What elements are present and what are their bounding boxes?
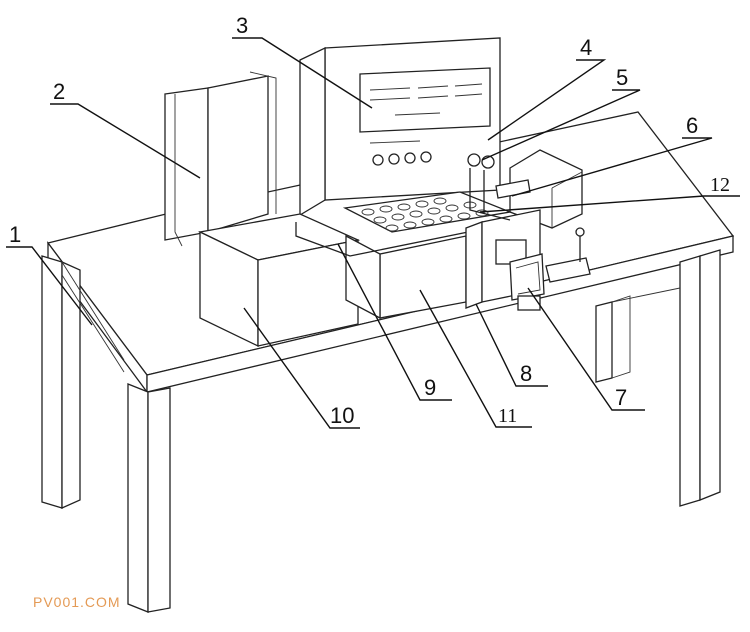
component-9-rod <box>295 222 479 257</box>
column-front <box>465 221 483 309</box>
label-3: 3 <box>236 13 248 38</box>
roller-5 <box>467 153 481 167</box>
label-12: 12 <box>710 174 730 196</box>
watermark: PV001.COM <box>33 594 121 610</box>
cabinet-side <box>207 75 269 233</box>
leader-11 <box>419 289 532 428</box>
slide-rail <box>545 257 591 283</box>
cabinet-pipe <box>174 94 183 247</box>
leader-2 <box>50 103 201 179</box>
leader-lines <box>6 37 740 429</box>
leg-front-left-side <box>147 387 171 613</box>
box11-side <box>345 234 381 320</box>
button-4 <box>420 151 432 163</box>
component-7-clamp <box>509 227 591 311</box>
label-11: 11 <box>498 405 517 427</box>
leader-12 <box>479 195 740 213</box>
screen-text-lines <box>369 83 483 116</box>
tray-holes <box>361 197 489 232</box>
apron-left-2 <box>61 274 125 373</box>
label-9: 9 <box>424 375 436 400</box>
leg-front-right-side <box>699 249 721 501</box>
callout-labels: 1 2 3 4 5 6 7 8 9 10 11 12 <box>9 13 730 428</box>
clamp-body <box>509 253 545 301</box>
lever-knob <box>575 227 585 237</box>
button-3 <box>404 152 416 164</box>
leader-6 <box>511 137 713 197</box>
arm-6 <box>469 168 511 221</box>
leader-1 <box>6 246 93 326</box>
leader-7 <box>527 287 645 411</box>
display-screen <box>359 67 491 133</box>
label-6: 6 <box>686 113 698 138</box>
tray <box>342 191 513 233</box>
component-11-box <box>345 234 467 320</box>
control-box-side <box>299 46 326 217</box>
cabinet-pipe-2 <box>249 71 277 214</box>
leg-front-right <box>679 255 701 507</box>
clamp-base <box>517 295 541 311</box>
label-2: 2 <box>53 79 65 104</box>
button-caption <box>369 140 421 144</box>
label-10: 10 <box>330 403 354 428</box>
button-row <box>369 140 432 166</box>
column-bracket <box>495 239 527 265</box>
leader-3 <box>232 37 373 109</box>
leader-10 <box>243 307 360 429</box>
leg-rear-left <box>41 255 63 509</box>
apron-left <box>61 261 125 361</box>
label-4: 4 <box>580 35 592 60</box>
button-1 <box>372 154 384 166</box>
label-1: 1 <box>9 222 21 247</box>
component-3-control-box <box>299 37 501 217</box>
component-2-cabinet <box>164 71 277 247</box>
leg-rear-left-side <box>61 260 81 510</box>
leader-9 <box>337 243 452 401</box>
leg-front-left <box>127 383 149 613</box>
component-10-box <box>197 213 361 348</box>
rod-9 <box>295 222 479 257</box>
clamp-inner <box>515 261 541 295</box>
label-5: 5 <box>616 65 628 90</box>
leader-8 <box>475 303 548 387</box>
leg-rear-right-side <box>611 295 631 379</box>
button-2 <box>388 153 400 165</box>
leg-rear-right <box>595 301 613 383</box>
label-8: 8 <box>520 361 532 386</box>
apron-right <box>611 287 681 303</box>
leader-4 <box>487 59 607 141</box>
label-7: 7 <box>615 385 627 410</box>
cabinet-front <box>164 87 209 241</box>
leader-5 <box>481 89 641 161</box>
